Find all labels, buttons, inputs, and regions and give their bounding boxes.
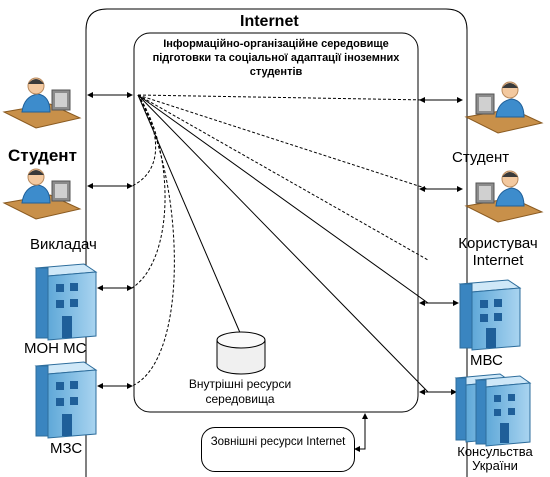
hub-connections <box>131 94 429 393</box>
internet-title: Internet <box>240 13 299 30</box>
teacher-icon <box>2 168 82 220</box>
mzs-building-icon <box>34 361 98 439</box>
environment-box <box>133 32 419 413</box>
internal-resources-label: Внутрішні ресурси середовища <box>188 377 292 406</box>
internet-user-label: Користувач Internet <box>458 235 538 269</box>
student-right-icon <box>464 81 544 134</box>
mvs-building-icon <box>458 279 522 351</box>
right-connectors <box>419 97 463 395</box>
mon-building-icon <box>34 263 98 341</box>
student-left-label: Студент <box>8 146 77 165</box>
student-left-icon <box>2 77 82 129</box>
mvs-label: МВС <box>470 352 503 369</box>
external-connector <box>354 413 368 452</box>
mzs-label: МЗС <box>50 440 83 457</box>
consulate-label: Консульства України <box>457 444 533 473</box>
internet-user-icon <box>464 170 544 223</box>
environment-title: Інформаційно-організаційне середовище пі… <box>152 38 400 78</box>
student-right-label: Студент <box>452 149 510 166</box>
consulate-building-icon <box>454 373 532 447</box>
mon-label: МОН МС <box>24 340 87 357</box>
teacher-label: Викладач <box>30 236 97 253</box>
external-resources-box: Зовнішні ресурси Internet <box>201 427 355 472</box>
internet-boundary <box>85 8 468 477</box>
database-icon <box>216 331 266 375</box>
left-connectors <box>87 92 133 389</box>
